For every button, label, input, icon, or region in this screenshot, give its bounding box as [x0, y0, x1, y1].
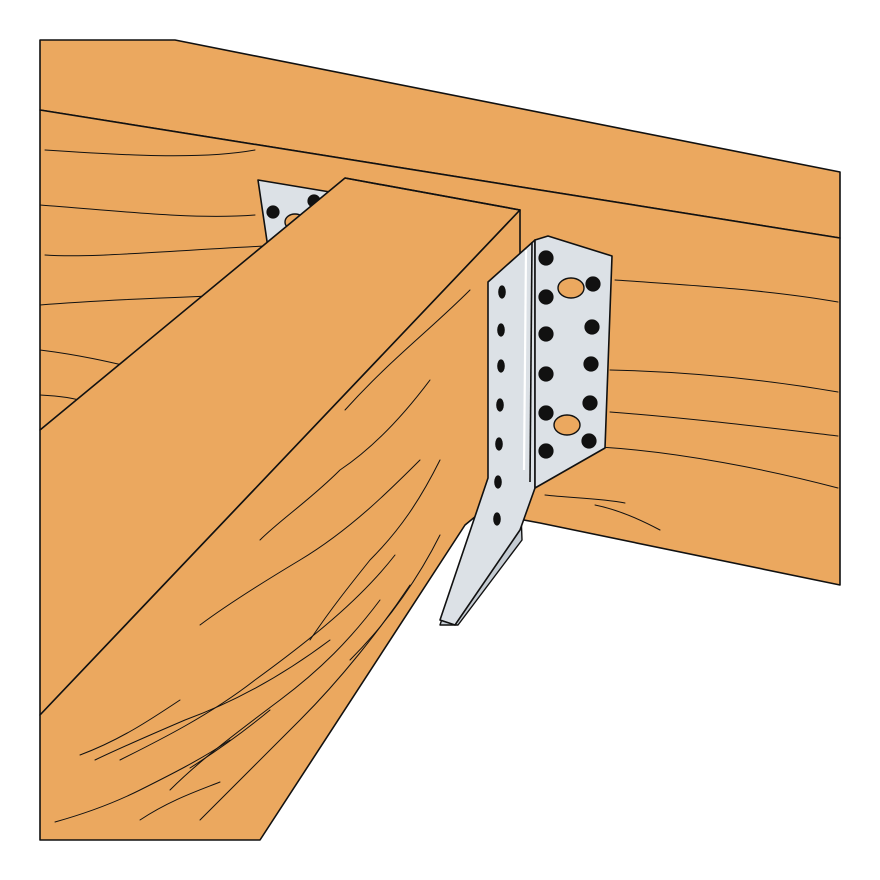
side-hole-1 [498, 285, 506, 299]
flange-hole-a5 [538, 405, 554, 421]
flange-hole-b1 [585, 276, 601, 292]
hanger-side-holes [493, 285, 506, 526]
hanger-bend-line [529, 241, 533, 483]
side-hole-5 [495, 437, 503, 451]
flange-hole-a2 [538, 289, 554, 305]
flange-hole-a3 [538, 326, 554, 342]
flange-hole-a1 [538, 250, 554, 266]
side-hole-7 [493, 512, 501, 526]
header-beam-top-face [39, 39, 841, 239]
hanger-bend-highlight [522, 249, 528, 471]
header-beam-grain [39, 149, 839, 531]
flange-slot-lower [553, 414, 581, 436]
hanger-flange-holes [538, 250, 601, 459]
side-hole-2 [497, 323, 505, 337]
joist-seam [344, 177, 521, 211]
hanger-front [439, 235, 613, 626]
hanger-back-hole-1 [266, 205, 280, 219]
flange-hole-a6 [538, 443, 554, 459]
flange-hole-b4 [582, 395, 598, 411]
flange-hole-b5 [581, 433, 597, 449]
flange-hole-b3 [583, 356, 599, 372]
joist-grain [54, 289, 471, 823]
side-hole-6 [494, 475, 502, 489]
flange-hole-a4 [538, 366, 554, 382]
flange-slot-upper [557, 277, 585, 299]
side-hole-4 [496, 398, 504, 412]
side-hole-3 [497, 359, 505, 373]
joist [39, 177, 521, 841]
flange-hole-b2 [584, 319, 600, 335]
